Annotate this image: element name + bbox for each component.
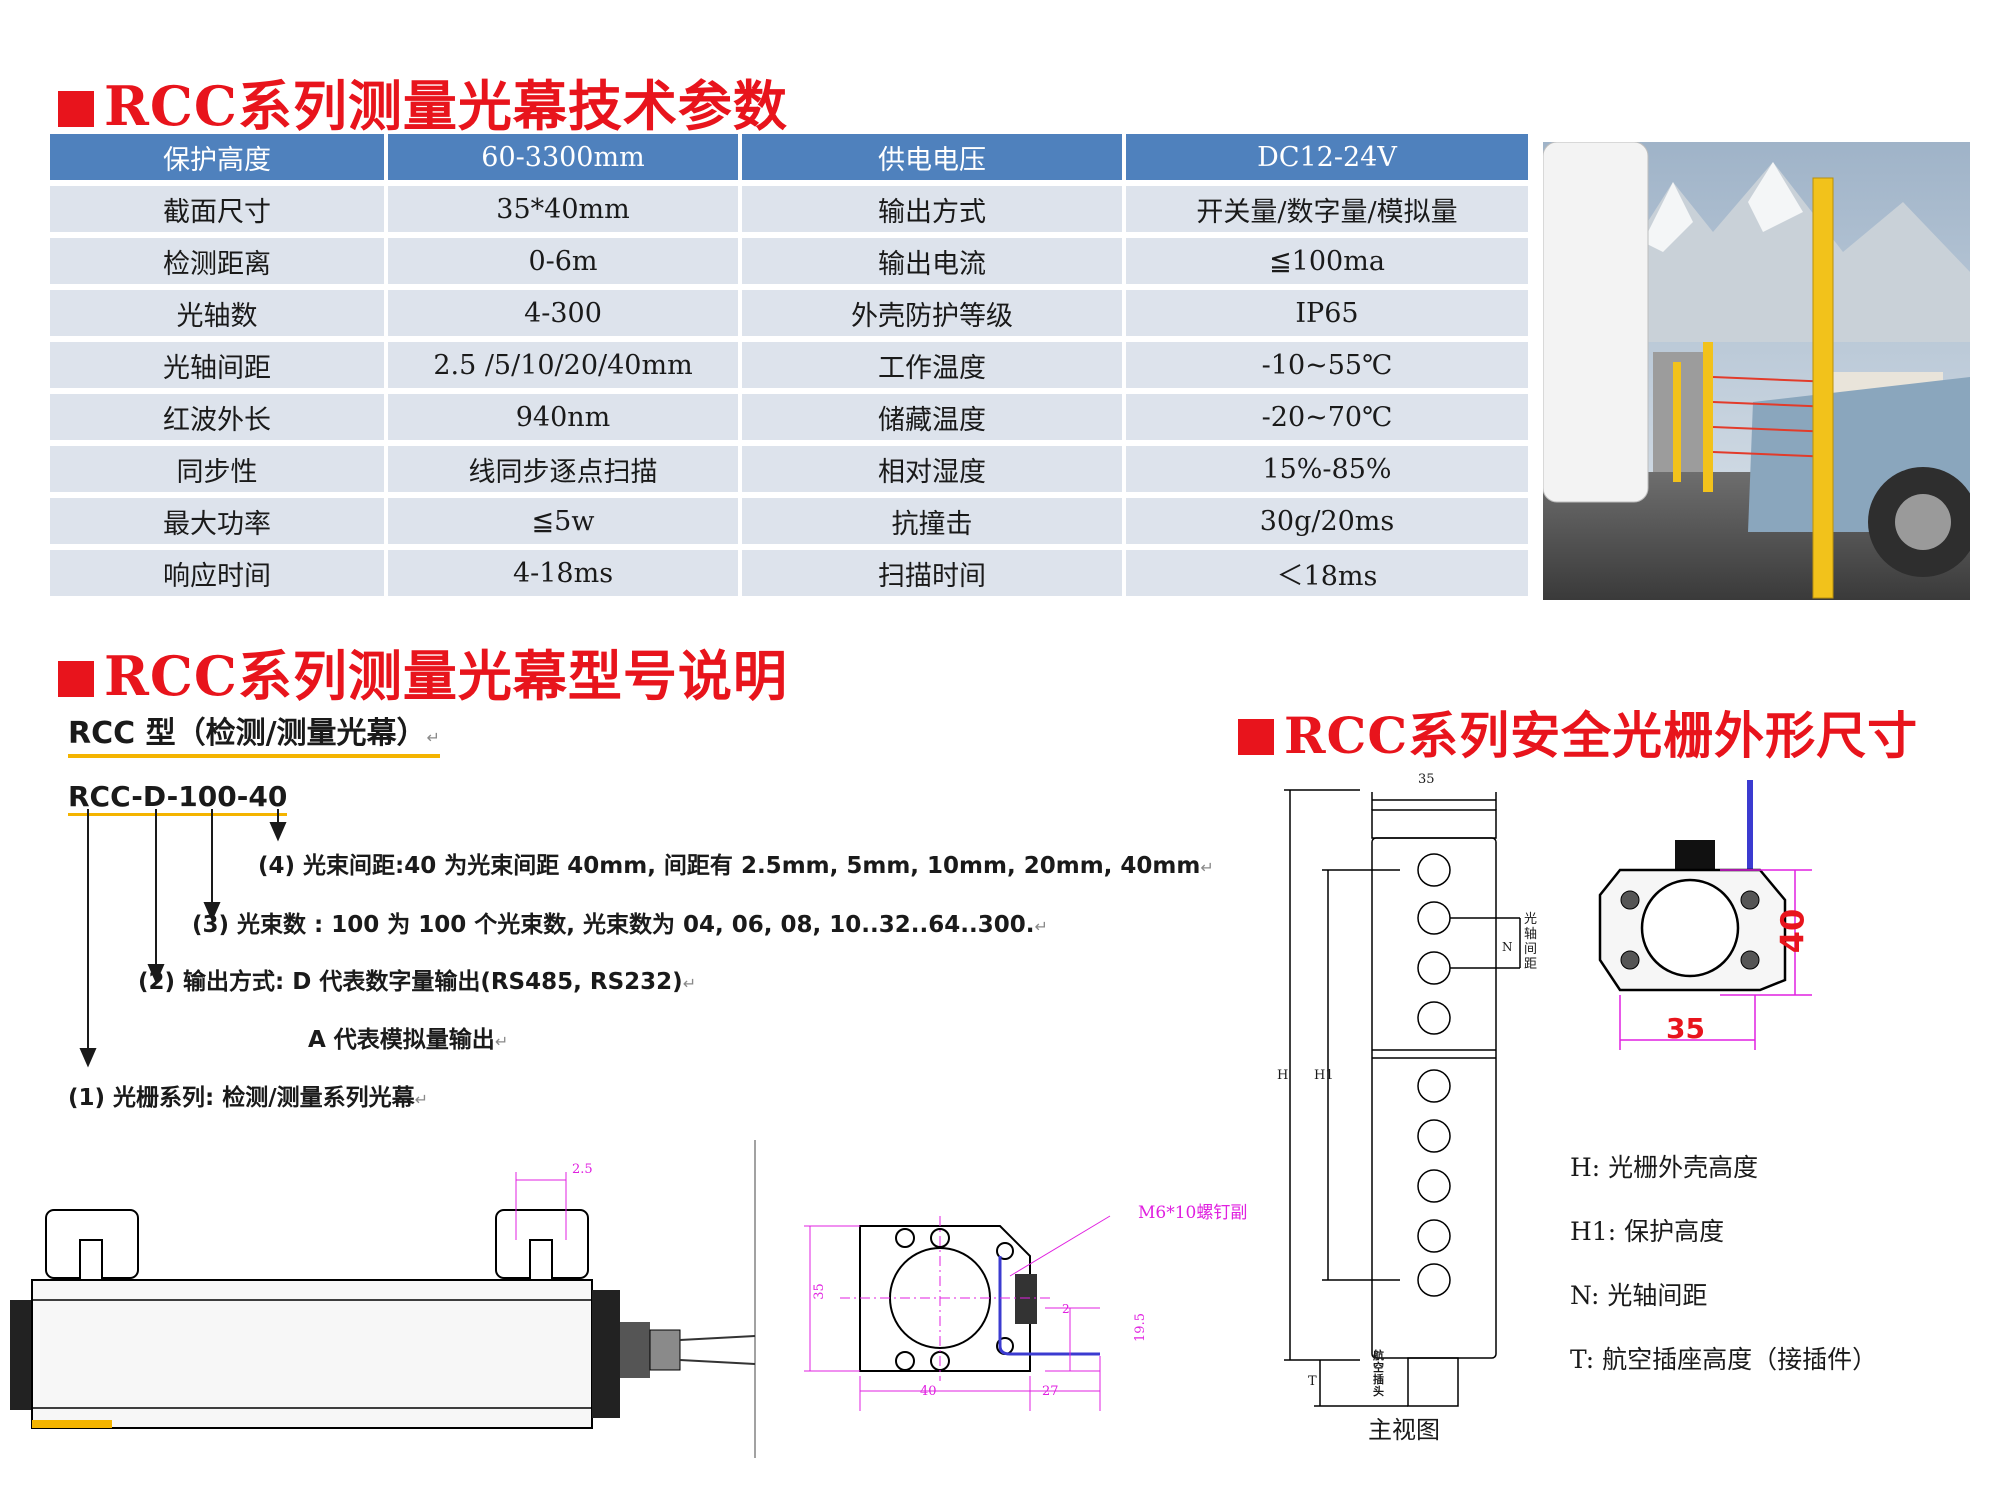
spec-cell: 光轴间距	[50, 342, 384, 388]
bracket-dim-40: 40	[1773, 908, 1812, 954]
spec-cell: IP65	[1126, 290, 1528, 336]
application-photo	[1543, 142, 1970, 600]
bracket-drawing	[1598, 780, 1812, 1050]
bracket-dim-35: 35	[1666, 1012, 1705, 1045]
spec-cell: 15%-85%	[1126, 446, 1528, 492]
dim-label-27: 27	[1042, 1384, 1059, 1399]
front-view-drawing	[1284, 789, 1521, 1407]
spec-cell: 同步性	[50, 446, 384, 492]
table-row: 截面尺寸 35*40mm 输出方式 开关量/数字量/模拟量	[50, 186, 1528, 232]
spec-cell: 0-6m	[388, 238, 738, 284]
dim-label-2: 2	[1062, 1302, 1070, 1316]
legend-T: T: 航空插座高度（接插件）	[1570, 1345, 1878, 1374]
spec-cell: 开关量/数字量/模拟量	[1126, 186, 1528, 232]
spec-cell: -10~55℃	[1126, 342, 1528, 388]
model-code: RCC-D-100-40	[68, 780, 288, 816]
spec-cell: 线同步逐点扫描	[388, 446, 738, 492]
side-view-drawing	[10, 1140, 756, 1458]
end-view-drawing	[804, 1215, 1111, 1411]
spec-cell: 2.5 /5/10/20/40mm	[388, 342, 738, 388]
table-row: 光轴数 4-300 外壳防护等级 IP65	[50, 290, 1528, 336]
spec-cell: 4-300	[388, 290, 738, 336]
table-row: 响应时间 4-18ms 扫描时间 ＜18ms	[50, 550, 1528, 596]
spec-cell: 工作温度	[742, 342, 1122, 388]
front-dim-N: N	[1502, 940, 1513, 954]
model-heading: RCC 型（检测/测量光幕）↵	[68, 708, 440, 758]
connector-label: 航空插头	[1373, 1349, 1384, 1398]
spec-cell: 红波外长	[50, 394, 384, 440]
spec-header-row: 保护高度 60-3300mm 供电电压 DC12-24V	[50, 134, 1528, 180]
table-row: 同步性 线同步逐点扫描 相对湿度 15%-85%	[50, 446, 1528, 492]
spec-cell: DC12-24V	[1126, 134, 1528, 180]
model-arrows	[79, 809, 287, 1068]
model-desc-1: (1) 光栅系列: 检测/测量系列光幕↵	[68, 1085, 429, 1111]
spec-cell: ＜18ms	[1126, 550, 1528, 596]
spec-cell: ≦5w	[388, 498, 738, 544]
spec-cell: 60-3300mm	[388, 134, 738, 180]
spec-cell: 输出方式	[742, 186, 1122, 232]
front-dim-H1: H1	[1314, 1068, 1334, 1083]
spec-cell: 30g/20ms	[1126, 498, 1528, 544]
spec-cell: 储藏温度	[742, 394, 1122, 440]
model-desc-2: (2) 输出方式: D 代表数字量输出(RS485, RS232)↵	[138, 969, 697, 995]
spec-cell: 响应时间	[50, 550, 384, 596]
spec-cell: 35*40mm	[388, 186, 738, 232]
dim-label-35: 35	[811, 1283, 827, 1300]
front-dim-T: T	[1308, 1374, 1317, 1389]
spec-cell: 最大功率	[50, 498, 384, 544]
front-dim-H: H	[1277, 1068, 1289, 1083]
spec-cell: ≦100ma	[1126, 238, 1528, 284]
table-row: 红波外长 940nm 储藏温度 -20~70℃	[50, 394, 1528, 440]
spec-cell: 4-18ms	[388, 550, 738, 596]
dim-label-2-5: 2.5	[572, 1162, 593, 1177]
screw-label: M6*10螺钉副	[1138, 1203, 1248, 1223]
title-square-icon	[1238, 719, 1274, 755]
model-title: RCC系列测量光幕型号说明	[58, 632, 788, 711]
spec-cell: 相对湿度	[742, 446, 1122, 492]
spec-cell: 抗撞击	[742, 498, 1122, 544]
spec-cell: 检测距离	[50, 238, 384, 284]
table-row: 最大功率 ≦5w 抗撞击 30g/20ms	[50, 498, 1528, 544]
model-desc-3: (3) 光束数 : 100 为 100 个光束数, 光束数为 04, 06, 0…	[192, 912, 1048, 938]
title-square-icon	[58, 91, 94, 127]
spec-cell: 供电电压	[742, 134, 1122, 180]
spec-cell: 光轴数	[50, 290, 384, 336]
spec-cell: 外壳防护等级	[742, 290, 1122, 336]
dimensions-title: RCC系列安全光栅外形尺寸	[1238, 696, 1918, 768]
legend-H: H: 光栅外壳高度	[1570, 1153, 1759, 1182]
front-dim-35: 35	[1418, 772, 1435, 787]
spec-cell: 940nm	[388, 394, 738, 440]
legend-H1: H1: 保护高度	[1570, 1217, 1725, 1246]
spec-table: 保护高度 60-3300mm 供电电压 DC12-24V 截面尺寸 35*40m…	[46, 128, 1532, 602]
spec-cell: 保护高度	[50, 134, 384, 180]
axis-spacing-label: 光轴间距	[1524, 912, 1538, 972]
model-desc-2b: A 代表模拟量输出↵	[308, 1027, 509, 1053]
spec-cell: 截面尺寸	[50, 186, 384, 232]
model-desc-4: (4) 光束间距:40 为光束间距 40mm, 间距有 2.5mm, 5mm, …	[258, 853, 1214, 879]
spec-cell: 扫描时间	[742, 550, 1122, 596]
spec-cell: 输出电流	[742, 238, 1122, 284]
dim-label-19-5: 19.5	[1132, 1313, 1148, 1342]
title-square-icon	[58, 661, 94, 697]
dim-label-40: 40	[920, 1384, 937, 1399]
table-row: 检测距离 0-6m 输出电流 ≦100ma	[50, 238, 1528, 284]
table-row: 光轴间距 2.5 /5/10/20/40mm 工作温度 -10~55℃	[50, 342, 1528, 388]
specs-title: RCC系列测量光幕技术参数	[58, 62, 788, 141]
legend-N: N: 光轴间距	[1570, 1281, 1708, 1310]
front-view-caption: 主视图	[1368, 1416, 1440, 1444]
spec-cell: -20~70℃	[1126, 394, 1528, 440]
